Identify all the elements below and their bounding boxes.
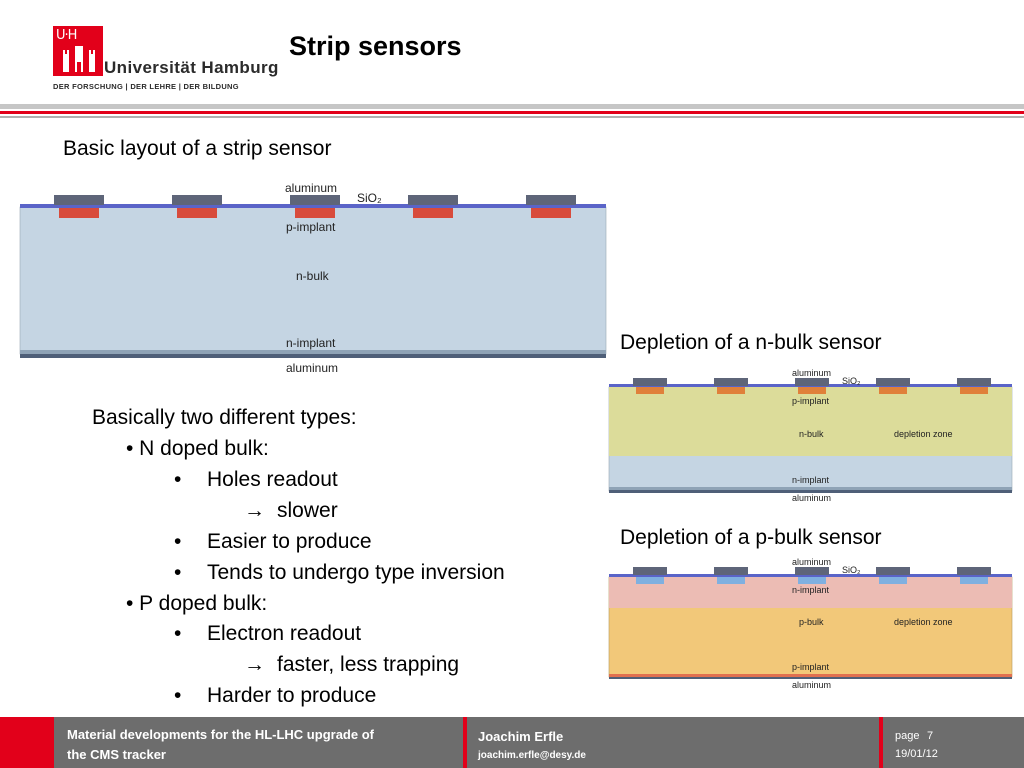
footer-separator — [463, 717, 467, 768]
label-sio2: SiO₂ — [842, 376, 861, 386]
bullet-electron-readout: Electron readout — [207, 622, 362, 645]
bullet-n-doped-bulk: • N doped bulk: — [126, 437, 269, 460]
label-p-implant: p-implant — [792, 662, 830, 672]
label-n-implant: n-implant — [792, 475, 830, 485]
bullet-easier-to-produce: Easier to produce — [207, 530, 372, 553]
footer-page-label: page — [895, 730, 920, 742]
label-sio2: SiO₂ — [357, 191, 382, 205]
bullet-holes-readout: Holes readout — [207, 468, 338, 491]
label-p-bulk: p-bulk — [799, 617, 824, 627]
footer-separator — [50, 717, 54, 768]
university-name: Universität Hamburg — [104, 58, 279, 77]
label-depletion-zone: depletion zone — [894, 617, 953, 627]
slide-title: Strip sensors — [289, 31, 462, 61]
university-logo-mark: U·H — [53, 26, 103, 76]
footer-date: 19/01/12 — [895, 748, 938, 760]
section-heading-n-bulk-depletion: Depletion of a n-bulk sensor — [620, 331, 882, 354]
bullet-intro: Basically two different types: — [92, 406, 357, 429]
label-depletion-zone: depletion zone — [894, 429, 953, 439]
label-n-implant: n-implant — [286, 336, 336, 350]
footer-subject-line1: Material developments for the HL-LHC upg… — [67, 727, 374, 742]
bullet-dot: • — [174, 684, 182, 707]
footer-separator — [879, 717, 883, 768]
bullet-dot: • — [174, 561, 182, 584]
header-divider-gray — [0, 104, 1024, 109]
bullet-slower: slower — [277, 499, 338, 522]
footer-red-block — [0, 717, 50, 768]
label-p-implant: p-implant — [792, 396, 830, 406]
label-aluminum-top: aluminum — [792, 368, 832, 378]
bullet-p-doped-bulk: • P doped bulk: — [126, 592, 268, 615]
label-aluminum-top: aluminum — [792, 557, 832, 567]
label-p-implant: p-implant — [286, 220, 336, 234]
section-heading-basic-layout: Basic layout of a strip sensor — [63, 137, 332, 160]
label-aluminum-bottom: aluminum — [286, 361, 339, 375]
castle-icon — [63, 46, 95, 72]
bullet-dot: • — [174, 530, 182, 553]
label-aluminum-top: aluminum — [285, 181, 338, 195]
header-divider-red — [0, 111, 1024, 114]
label-n-bulk: n-bulk — [799, 429, 824, 439]
bullet-type-inversion: Tends to undergo type inversion — [207, 561, 505, 584]
arrow-icon: → — [244, 653, 265, 676]
footer-bar: Material developments for the HL-LHC upg… — [0, 717, 1024, 768]
bullet-dot: • — [174, 622, 182, 645]
bullet-dot: • — [174, 468, 182, 491]
footer-subject-line2: the CMS tracker — [67, 747, 166, 762]
logo-mark-text: U·H — [56, 28, 77, 43]
label-n-bulk: n-bulk — [296, 269, 329, 283]
footer-author: Joachim Erfle — [478, 729, 564, 744]
label-sio2: SiO₂ — [842, 565, 861, 575]
bullet-harder-to-produce: Harder to produce — [207, 684, 377, 707]
university-tagline: DER FORSCHUNG | DER LEHRE | DER BILDUNG — [53, 82, 239, 91]
bullet-faster-less-trapping: faster, less trapping — [277, 653, 460, 676]
label-aluminum-bottom: aluminum — [792, 680, 832, 690]
footer-email: joachim.erfle@desy.de — [478, 750, 586, 761]
footer-page-number: 7 — [927, 730, 934, 742]
label-aluminum-bottom: aluminum — [792, 493, 832, 503]
label-n-implant: n-implant — [792, 585, 830, 595]
section-heading-p-bulk-depletion: Depletion of a p-bulk sensor — [620, 526, 882, 549]
arrow-icon: → — [244, 499, 265, 522]
header-divider-gray-thin — [0, 116, 1024, 118]
